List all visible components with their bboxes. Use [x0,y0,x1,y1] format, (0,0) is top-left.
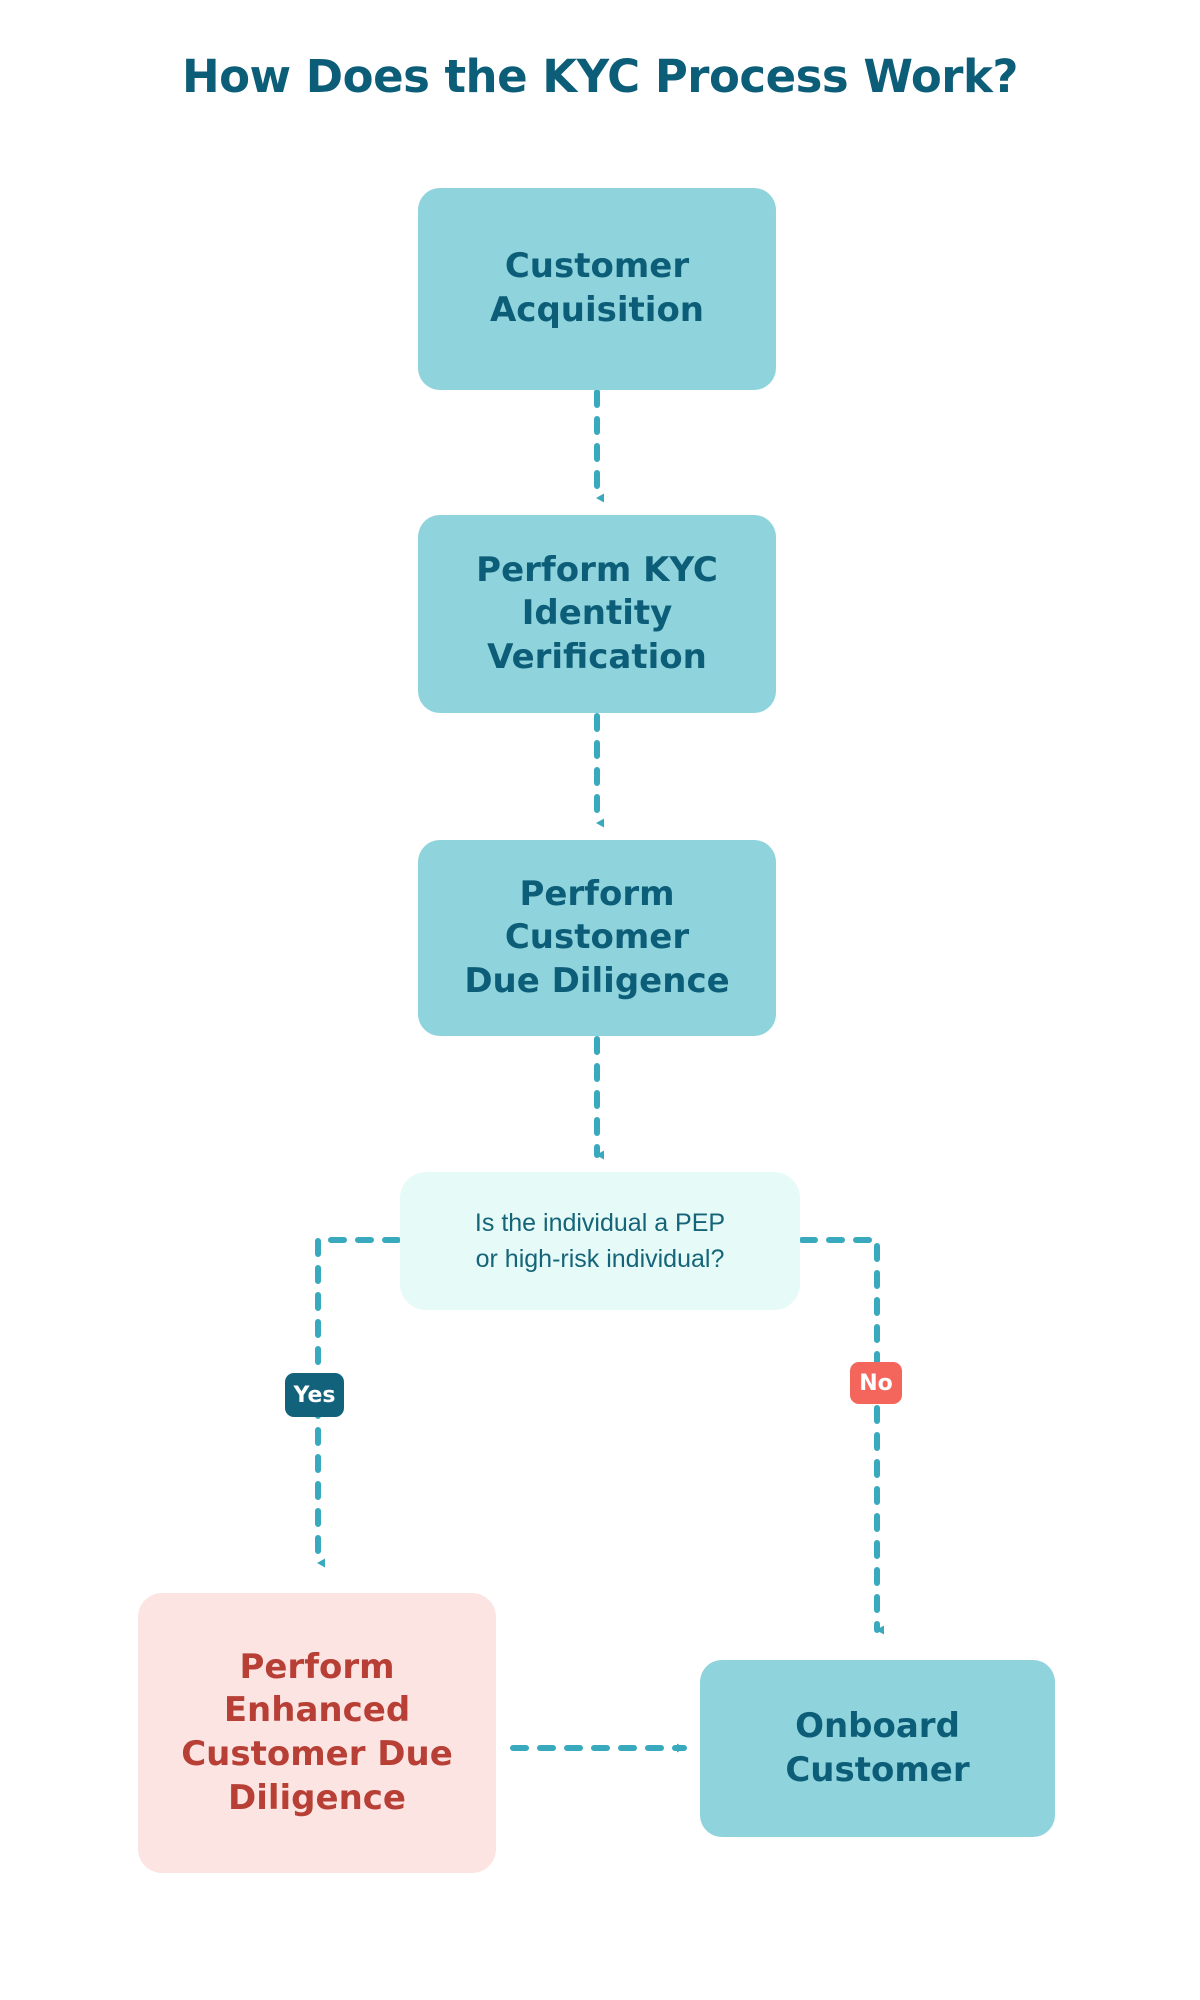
node-customer-acquisition[interactable]: Customer Acquisition [418,188,776,390]
page-title: How Does the KYC Process Work? [181,50,1019,103]
node-decision-pep-or-high-risk[interactable]: Is the individual a PEP or high-risk ind… [400,1172,800,1310]
branch-label-yes: Yes [285,1373,344,1417]
branch-label-no-text: No [859,1370,893,1396]
node-perform-customer-due-diligence[interactable]: Perform Customer Due Diligence [418,840,776,1036]
node-onboard-customer[interactable]: Onboard Customer [700,1660,1055,1837]
node-perform-enhanced-customer-due-diligence-label: Perform Enhanced Customer Due Diligence [181,1646,453,1818]
node-perform-kyc-identity-verification[interactable]: Perform KYC Identity Verification [418,515,776,713]
node-onboard-customer-label: Onboard Customer [785,1705,970,1790]
node-decision-pep-or-high-risk-label: Is the individual a PEP or high-risk ind… [474,1208,726,1273]
node-customer-acquisition-label: Customer Acquisition [489,246,705,330]
branch-label-yes-text: Yes [293,1382,336,1408]
edge-decision-no-to-onboard [799,1237,884,1635]
node-perform-customer-due-diligence-label: Perform Customer Due Diligence [464,873,730,1001]
node-perform-enhanced-customer-due-diligence[interactable]: Perform Enhanced Customer Due Diligence [138,1593,496,1873]
branch-label-no: No [850,1362,902,1404]
node-perform-kyc-identity-verification-label: Perform KYC Identity Verification [476,549,718,677]
